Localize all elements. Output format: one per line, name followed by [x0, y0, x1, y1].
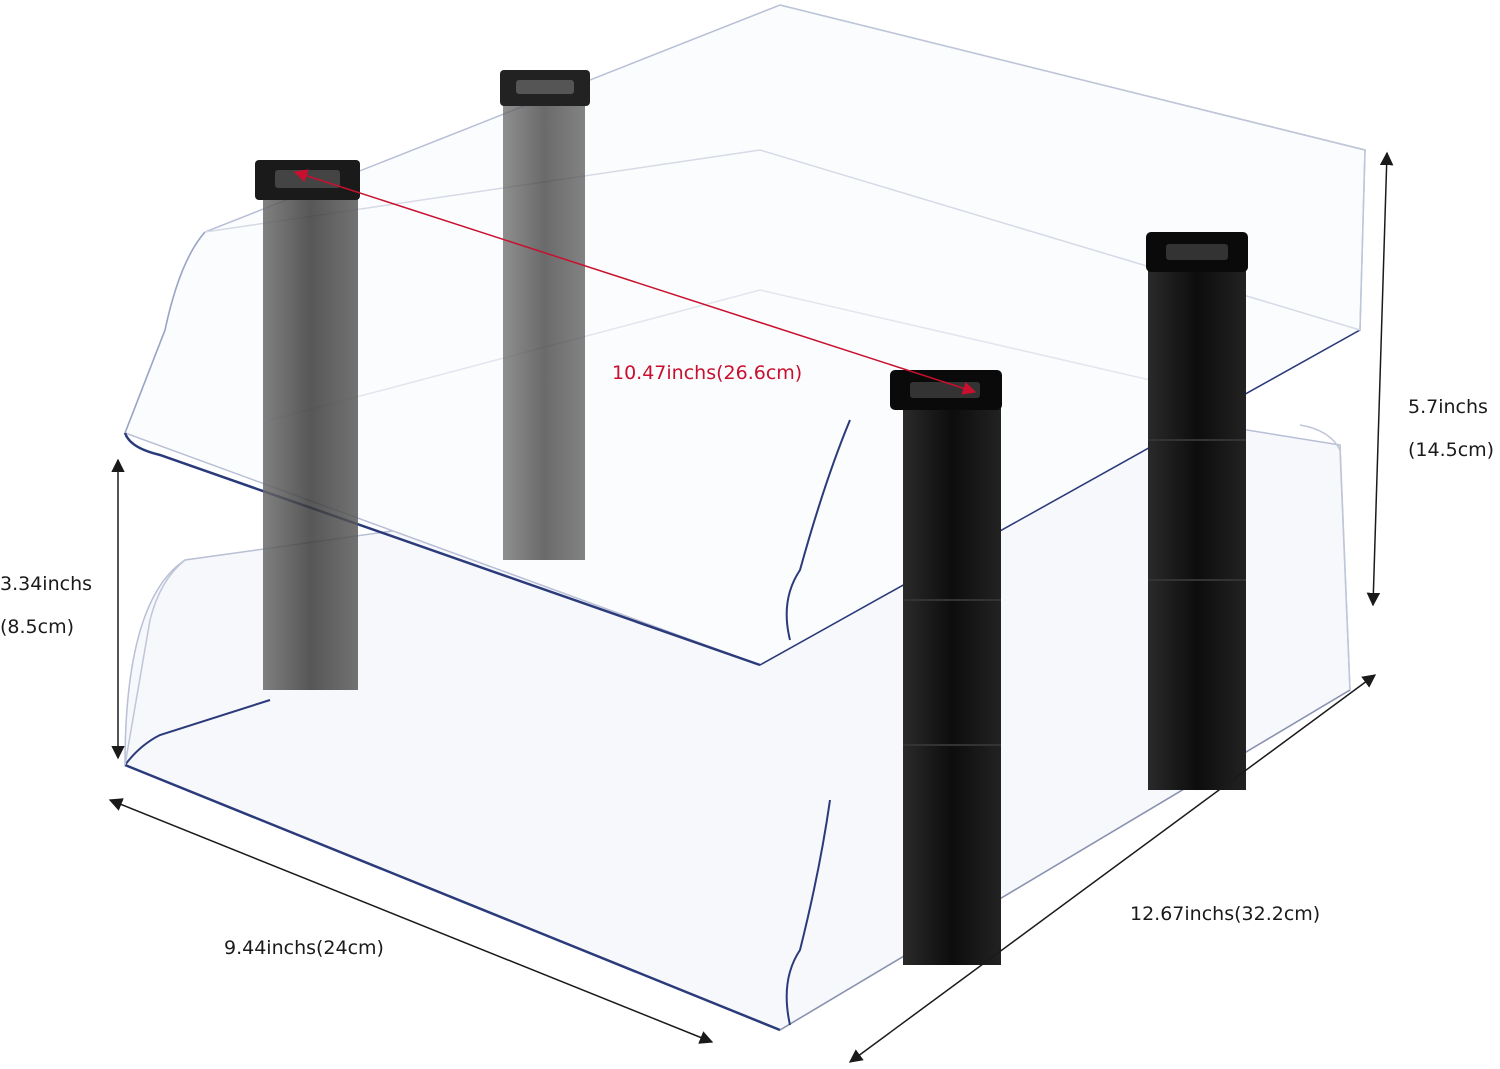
- dimension-diagonal-line: [293, 169, 977, 395]
- tier-height-cm-label: (8.5cm): [0, 616, 74, 638]
- dimension-width-line: [108, 798, 714, 1044]
- back-middle-post: [500, 70, 590, 560]
- total-height-inch-label: 5.7inchs: [1408, 396, 1488, 418]
- dimension-depth-line: [848, 674, 1377, 1063]
- width-dimension-label: 9.44inchs(24cm): [224, 937, 384, 959]
- back-left-post: [255, 160, 360, 690]
- front-right-post: [1146, 232, 1248, 790]
- dimension-total-height-line: [1366, 151, 1394, 607]
- depth-dimension-label: 12.67inchs(32.2cm): [1130, 903, 1321, 925]
- front-center-post: [890, 370, 1002, 965]
- tier-height-inch-label: 3.34inchs: [0, 573, 93, 595]
- diagonal-dimension-label: 10.47inchs(26.6cm): [612, 362, 803, 384]
- total-height-cm-label: (14.5cm): [1408, 439, 1495, 461]
